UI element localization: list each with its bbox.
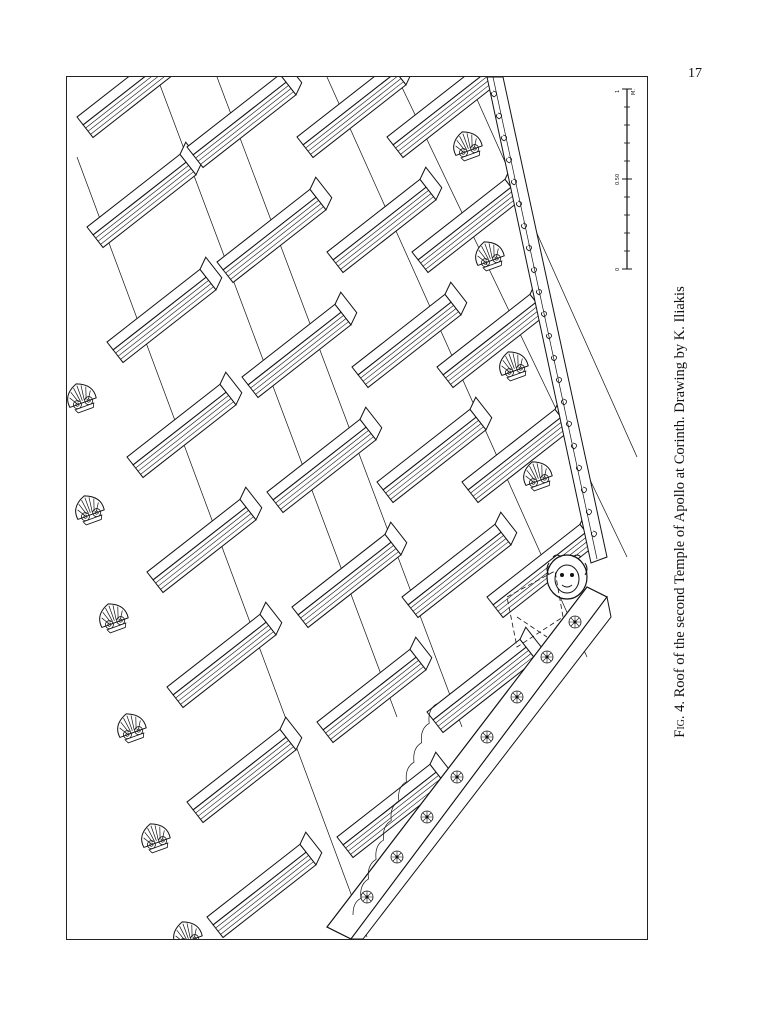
roof-drawing: 0 0.50 1 M. (67, 77, 638, 939)
scale-label-one: 1 (615, 90, 621, 93)
figure-label: Fig. (672, 715, 688, 738)
scale-label-half: 0.50 (615, 174, 621, 185)
hidden-gutter-outline (506, 570, 564, 648)
roof-surface-lines (76, 77, 638, 938)
scale-unit: M. (631, 89, 637, 95)
raking-sima (486, 77, 608, 564)
figure-caption: Fig. 4. Roof of the second Temple of Apo… (670, 162, 690, 862)
lion-head-spout (546, 554, 588, 600)
scale-label-zero: 0 (615, 268, 621, 271)
figure-caption-text: 4. Roof of the second Temple of Apollo a… (672, 286, 688, 712)
page-number: 17 (688, 66, 702, 81)
lateral-sima (326, 586, 612, 939)
scale-bar: 0 0.50 1 M. (615, 88, 637, 271)
figure-frame: 0 0.50 1 M. (66, 76, 648, 940)
